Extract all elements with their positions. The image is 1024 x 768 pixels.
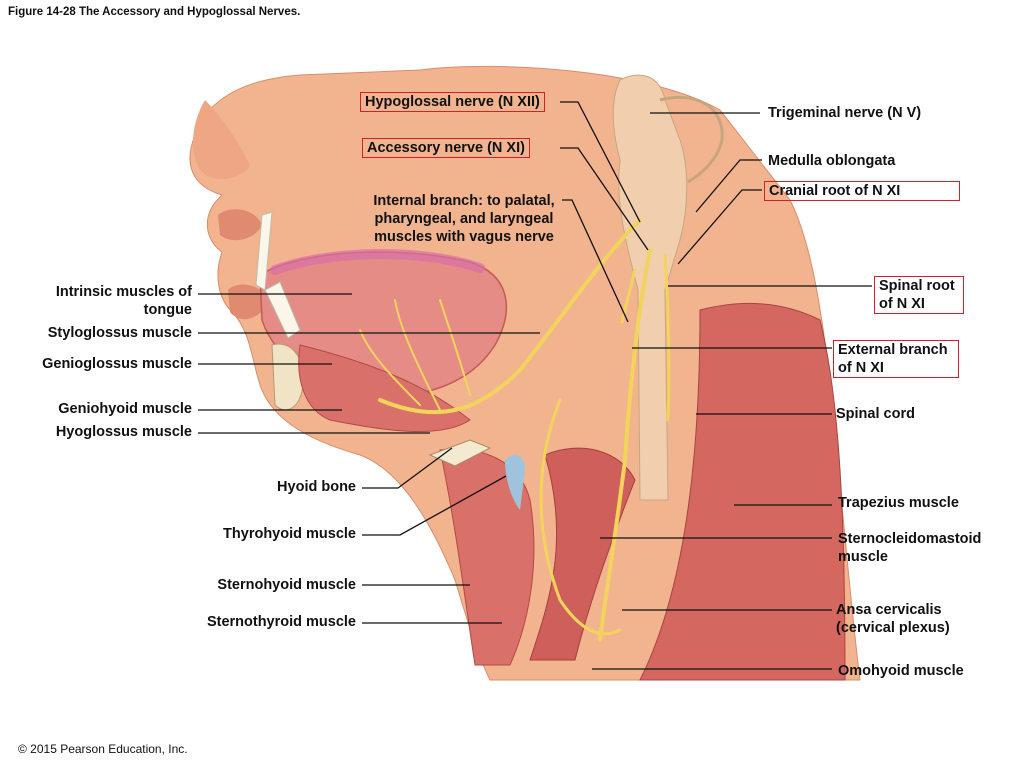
- label-sternohyoid: Sternohyoid muscle: [217, 577, 356, 593]
- hyoid-bone-shape: [428, 439, 492, 467]
- label-sternothyroid: Sternothyroid muscle: [206, 614, 356, 630]
- leader-medulla: [695, 159, 762, 213]
- cerebellum-fold: [659, 95, 724, 184]
- leader-accessory: [560, 147, 649, 251]
- leader-lines: [198, 101, 872, 670]
- hypoglossal-nerve-path: [378, 218, 642, 415]
- nose-shape: [192, 100, 250, 180]
- label-external-branch: External branch of N XI: [833, 340, 959, 378]
- lower-lip: [228, 284, 268, 320]
- label-omohyoid: Omohyoid muscle: [838, 663, 964, 679]
- label-geniohyoid: Geniohyoid muscle: [58, 401, 192, 417]
- label-sternocleidomastoid: Sternocleidomastoid muscle: [838, 531, 982, 565]
- medulla-spinal-cord: [612, 74, 688, 501]
- infrahyoid-muscles: [439, 448, 535, 666]
- ansa-cervicalis-path: [539, 398, 622, 636]
- label-trigeminal-nerve: Trigeminal nerve (N V): [768, 105, 922, 121]
- label-hyoid-bone: Hyoid bone: [277, 479, 356, 495]
- leader-cranial-root: [677, 189, 762, 265]
- copyright-notice: © 2015 Pearson Education, Inc.: [18, 742, 188, 756]
- leader-internal-branch: [562, 199, 629, 323]
- leader-hyoid-bone: [362, 447, 453, 489]
- label-ansa-cervicalis: Ansa cervicalis (cervical plexus): [836, 602, 950, 636]
- leader-hypoglossal: [560, 101, 641, 223]
- label-hypoglossal-nerve: Hypoglossal nerve (N XII): [360, 92, 545, 112]
- thyroid-cartilage: [505, 454, 525, 510]
- nerve-paths: [359, 218, 671, 642]
- label-trapezius: Trapezius muscle: [838, 495, 959, 511]
- label-cranial-root: Cranial root of N XI: [764, 181, 960, 201]
- label-internal-branch: Internal branch: to palatal, pharyngeal,…: [373, 193, 555, 245]
- sternocleidomastoid-shape: [529, 447, 636, 661]
- tongue-branches: [359, 299, 471, 411]
- upper-lip: [218, 209, 262, 241]
- label-hyoglossus: Hyoglossus muscle: [55, 424, 192, 440]
- trapezius-shape: [639, 302, 846, 681]
- lower-tooth: [264, 281, 301, 339]
- label-genioglossus: Genioglossus muscle: [42, 356, 192, 372]
- label-spinal-root: Spinal root of N XI: [874, 276, 964, 314]
- spinal-root-path: [663, 253, 671, 422]
- label-thyrohyoid: Thyrohyoid muscle: [223, 526, 356, 542]
- figure-title: Figure 14-28 The Accessory and Hypogloss…: [8, 6, 301, 18]
- internal-branch-path: [620, 268, 637, 324]
- label-spinal-cord: Spinal cord: [836, 406, 915, 422]
- accessory-nerve-path: [598, 248, 652, 642]
- label-medulla-oblongata: Medulla oblongata: [768, 153, 896, 169]
- label-intrinsic-tongue: Intrinsic muscles of tongue: [55, 284, 192, 318]
- leader-thyrohyoid: [362, 475, 507, 536]
- tongue-papillae: [270, 248, 485, 275]
- label-styloglossus: Styloglossus muscle: [47, 325, 192, 341]
- label-accessory-nerve: Accessory nerve (N XI): [362, 138, 530, 158]
